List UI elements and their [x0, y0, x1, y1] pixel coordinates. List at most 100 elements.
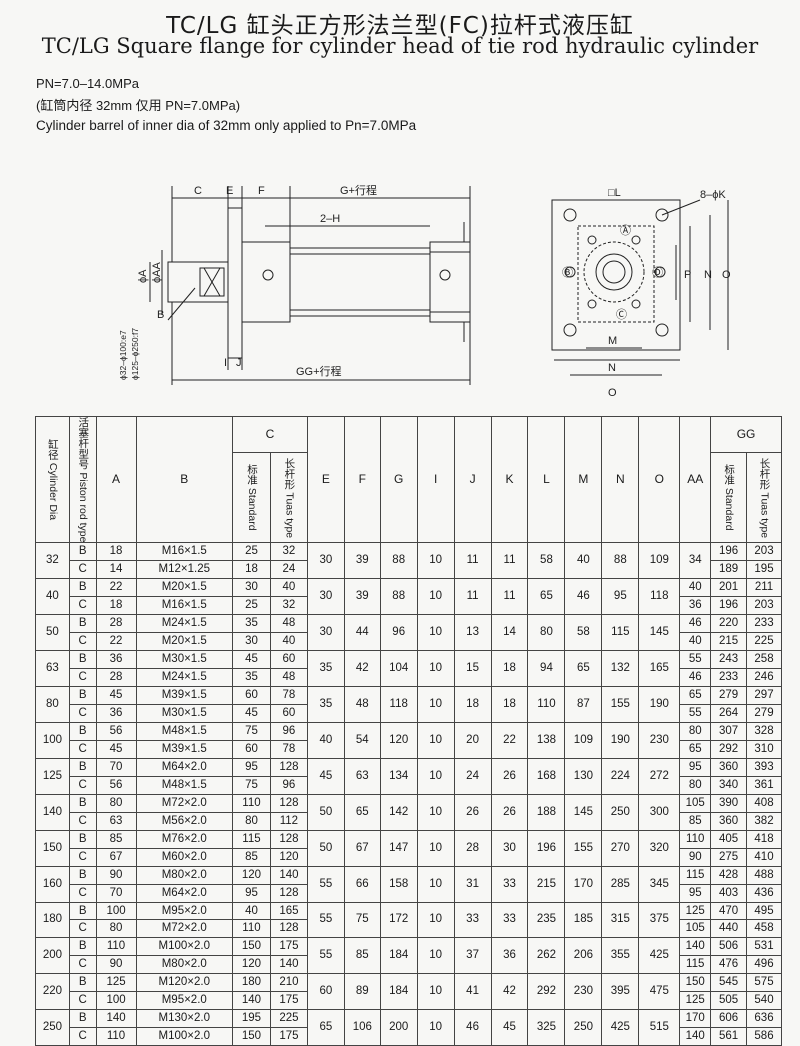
cell-m: 250: [564, 1009, 603, 1046]
cell-m: 46: [564, 578, 603, 616]
header-a: A: [95, 415, 137, 544]
cell-aa: 36: [679, 596, 712, 616]
cell-n: 115: [601, 614, 640, 652]
cell-l: 325: [527, 1009, 566, 1046]
cell-e: 60: [306, 973, 345, 1011]
cell-gg-tie-rod: 279: [746, 704, 782, 723]
cell-b: M16×1.5: [135, 542, 233, 562]
dim-c: C: [194, 185, 202, 197]
cell-gg-tie-rod: 418: [746, 829, 782, 849]
header-k: K: [490, 415, 529, 544]
cell-g: 134: [379, 757, 418, 795]
header-aa: AA: [679, 415, 712, 544]
cell-a: 45: [95, 739, 137, 759]
cell-i: 10: [416, 1009, 455, 1046]
cell-n: 315: [601, 901, 640, 939]
cell-j: 28: [453, 829, 492, 867]
cell-rod-type: C: [68, 596, 97, 616]
cell-aa: 40: [679, 578, 712, 598]
cell-n: 425: [601, 1009, 640, 1046]
cell-rod-type: B: [68, 542, 97, 562]
cell-rod-type: C: [68, 847, 97, 867]
cell-c-tie-rod: 120: [269, 847, 308, 867]
cell-c-tie-rod: 32: [269, 596, 308, 616]
cell-c-standard: 75: [231, 775, 271, 795]
cell-c-tie-rod: 60: [269, 650, 308, 670]
pressure-range: PN=7.0–14.0MPa: [36, 76, 139, 91]
cell-c-standard: 35: [231, 668, 271, 688]
cell-o: 272: [638, 757, 681, 795]
cell-gg-tie-rod: 531: [746, 937, 782, 957]
cell-l: 138: [527, 722, 566, 759]
cell-gg-standard: 505: [710, 991, 748, 1011]
cell-gg-standard: 279: [710, 686, 748, 706]
cell-a: 28: [95, 668, 137, 688]
cell-c-tie-rod: 60: [269, 704, 308, 723]
cell-gg-standard: 196: [710, 596, 748, 616]
cell-aa: 46: [679, 668, 712, 688]
cell-b: M72×2.0: [135, 919, 233, 939]
cell-aa: 170: [679, 1009, 712, 1029]
cell-c-standard: 95: [231, 883, 271, 903]
cell-i: 10: [416, 829, 455, 867]
cell-k: 18: [490, 686, 529, 723]
cell-j: 33: [453, 901, 492, 939]
dim-o-vertical: O: [722, 269, 731, 281]
cell-bore: 160: [35, 865, 70, 903]
dimension-table: 缸径 Cylinder Dia 活塞杆型号 Piston rod type A …: [35, 415, 782, 1046]
cell-a: 80: [95, 793, 137, 813]
dim-j: J: [236, 357, 242, 369]
cell-j: 13: [453, 614, 492, 652]
cell-e: 55: [306, 901, 345, 939]
cell-f: 89: [343, 973, 381, 1011]
cell-o: 145: [638, 614, 681, 652]
cylinder-cap: [429, 241, 471, 323]
cell-rod-type: C: [68, 1027, 97, 1046]
cell-gg-standard: 360: [710, 757, 748, 777]
cell-c-standard: 60: [231, 739, 271, 759]
header-i: I: [416, 415, 455, 544]
dim-gg: GG+行程: [296, 365, 342, 378]
cell-c-standard: 75: [231, 722, 271, 741]
cell-f: 63: [343, 757, 381, 795]
cell-b: M30×1.5: [135, 650, 233, 670]
cell-b: M24×1.5: [135, 614, 233, 634]
cell-a: 100: [95, 991, 137, 1011]
dim-o: O: [608, 387, 617, 399]
cell-g: 120: [379, 722, 418, 759]
cell-e: 35: [306, 650, 345, 688]
cell-b: M12×1.25: [135, 560, 233, 580]
cell-a: 63: [95, 811, 137, 831]
cell-n: 224: [601, 757, 640, 795]
cell-bore: 100: [35, 722, 70, 759]
cell-j: 46: [453, 1009, 492, 1046]
cell-l: 188: [527, 793, 566, 831]
cell-c-tie-rod: 40: [269, 632, 308, 652]
cell-b: M60×2.0: [135, 847, 233, 867]
cell-bore: 150: [35, 829, 70, 867]
cell-e: 55: [306, 937, 345, 975]
cell-o: 109: [638, 542, 681, 580]
cell-c-tie-rod: 78: [269, 739, 308, 759]
cell-rod-type: C: [68, 991, 97, 1011]
header-gg: GG: [710, 416, 782, 453]
cell-aa: 110: [679, 829, 712, 849]
cell-c-standard: 195: [231, 1009, 271, 1029]
header-gg-standard: 标准 Standard: [723, 464, 736, 531]
cell-f: 106: [343, 1009, 381, 1046]
cell-a: 90: [95, 955, 137, 975]
cell-gg-tie-rod: 636: [746, 1009, 782, 1029]
cell-a: 56: [95, 722, 137, 741]
cell-j: 18: [453, 686, 492, 723]
cell-aa: 115: [679, 955, 712, 975]
cell-n: 285: [601, 865, 640, 903]
